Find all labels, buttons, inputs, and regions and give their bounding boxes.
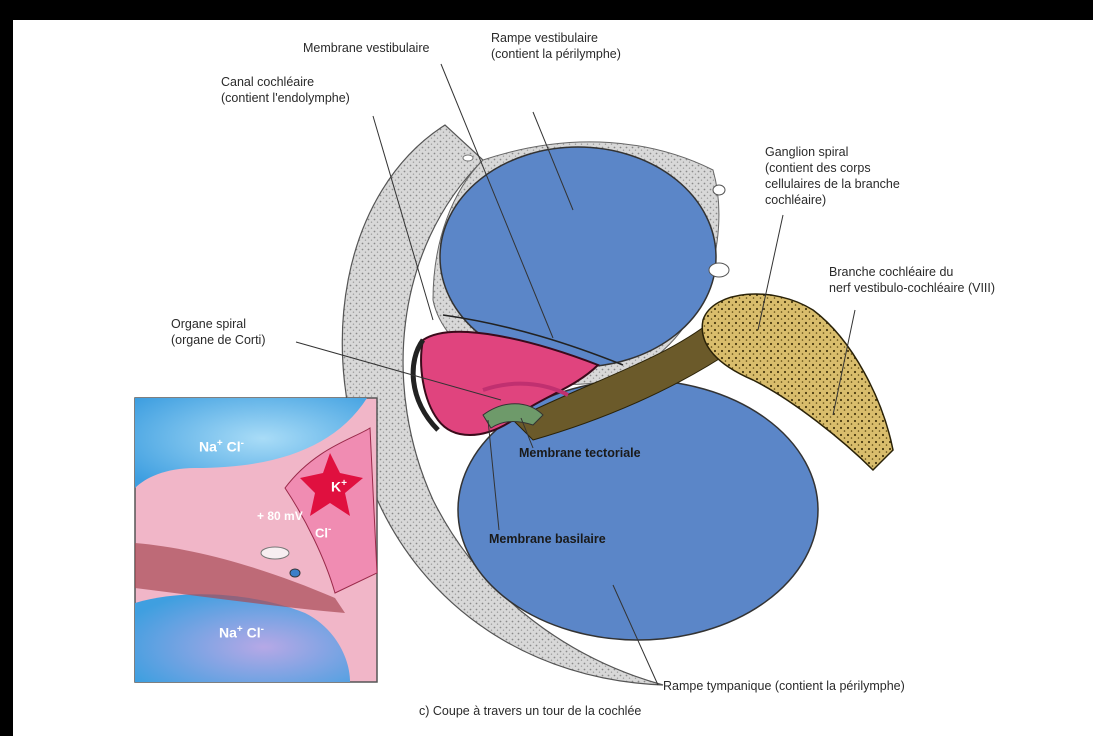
label-ganglion-line1: Ganglion spiral — [765, 144, 900, 160]
bottom-na-charge: + — [237, 624, 243, 635]
figure-caption: c) Coupe à travers un tour de la cochlée — [419, 704, 641, 718]
cl-charge: - — [328, 524, 331, 535]
top-cl-symbol: Cl — [227, 439, 241, 455]
top-na-symbol: Na — [199, 439, 217, 455]
cl-symbol: Cl — [315, 525, 328, 540]
bottom-na-symbol: Na — [219, 625, 237, 641]
inset-bottom-ions: Na+ Cl- — [219, 624, 264, 641]
k-charge: + — [341, 478, 347, 489]
label-membrane-basilaire: Membrane basilaire — [489, 532, 606, 546]
label-rampe-vestibulaire-line1: Rampe vestibulaire — [491, 30, 621, 46]
label-organe-spiral: Organe spiral (organe de Corti) — [171, 316, 266, 348]
inset-cl-ion: Cl- — [315, 524, 331, 540]
bottom-cl-symbol: Cl — [247, 625, 261, 641]
label-membrane-tectoriale: Membrane tectoriale — [519, 446, 641, 460]
inset-k-ion: K+ — [331, 478, 347, 495]
label-ganglion-line4: cochléaire) — [765, 192, 900, 208]
label-rampe-vestibulaire: Rampe vestibulaire (contient la périlymp… — [491, 30, 621, 62]
label-organe-line2: (organe de Corti) — [171, 332, 266, 348]
label-membrane-vestibulaire: Membrane vestibulaire — [303, 40, 429, 56]
cochlea-cross-section-illustration — [13, 20, 1093, 736]
inset-top-ions: Na+ Cl- — [199, 438, 244, 455]
label-ganglion-spiral: Ganglion spiral (contient des corps cell… — [765, 144, 900, 208]
top-cl-charge: - — [241, 438, 244, 449]
label-canal-cochleaire-line2: (contient l'endolymphe) — [221, 90, 350, 106]
label-branche-cochleaire: Branche cochléaire du nerf vestibulo-coc… — [829, 264, 995, 296]
label-canal-cochleaire: Canal cochléaire (contient l'endolymphe) — [221, 74, 350, 106]
top-na-charge: + — [217, 438, 223, 449]
label-branche-line2: nerf vestibulo-cochléaire (VIII) — [829, 280, 995, 296]
k-symbol: K — [331, 479, 341, 495]
inset-voltage: + 80 mV — [257, 509, 303, 523]
label-ganglion-line2: (contient des corps — [765, 160, 900, 176]
label-rampe-vestibulaire-line2: (contient la périlymphe) — [491, 46, 621, 62]
label-branche-line1: Branche cochléaire du — [829, 264, 995, 280]
figure-panel: Membrane vestibulaire Rampe vestibulaire… — [13, 20, 1093, 736]
bottom-cl-charge: - — [261, 624, 264, 635]
label-ganglion-line3: cellulaires de la branche — [765, 176, 900, 192]
label-organe-line1: Organe spiral — [171, 316, 266, 332]
label-canal-cochleaire-line1: Canal cochléaire — [221, 74, 350, 90]
label-rampe-tympanique: Rampe tympanique (contient la périlymphe… — [663, 678, 905, 694]
